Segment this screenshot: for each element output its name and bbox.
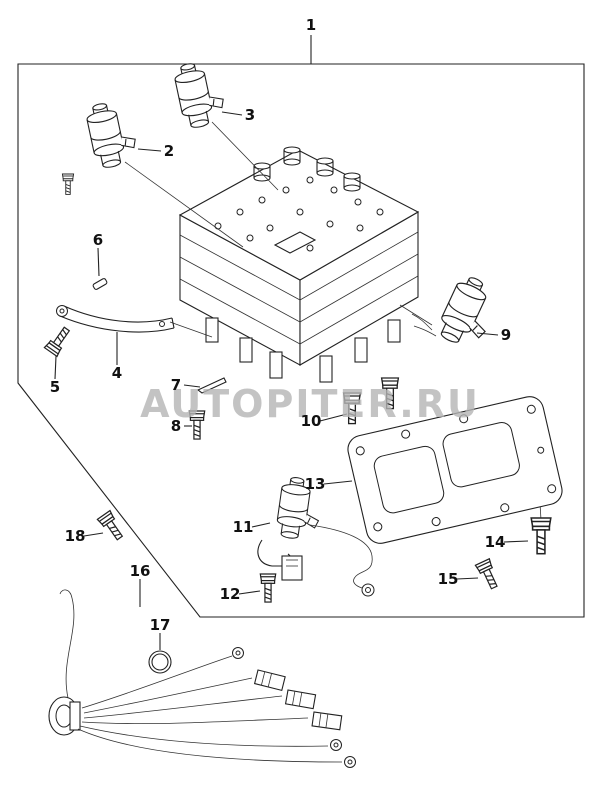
callout-9: 9 — [501, 326, 511, 344]
callout-5: 5 — [50, 378, 60, 396]
diagram-border — [17, 63, 585, 618]
callouts: 1 2 3 4 5 6 7 8 9 10 11 12 13 14 15 16 1… — [50, 16, 511, 634]
callout-17: 17 — [150, 616, 171, 634]
gasket-13 — [347, 396, 563, 544]
callout-12: 12 — [220, 585, 241, 603]
callout-2: 2 — [164, 142, 174, 160]
callout-11: 11 — [233, 518, 254, 536]
solenoid-3 — [171, 57, 229, 131]
connector — [253, 669, 286, 692]
callout-6: 6 — [93, 231, 103, 249]
solenoid-9 — [411, 272, 505, 354]
callout-4: 4 — [112, 364, 122, 382]
callout-16: 16 — [130, 562, 151, 580]
callout-18: 18 — [65, 527, 86, 545]
pin-7 — [196, 377, 227, 394]
callout-15: 15 — [438, 570, 459, 588]
bolt-12 — [259, 573, 277, 603]
leader-lines — [54, 35, 529, 650]
connector — [311, 711, 343, 731]
valve-body — [178, 146, 420, 383]
watermark: AUTOPITER.RU — [140, 382, 480, 426]
callout-3: 3 — [245, 106, 255, 124]
callout-1: 1 — [306, 16, 316, 34]
bolt-5 — [43, 324, 74, 358]
o-ring-17 — [148, 650, 172, 674]
callout-10: 10 — [301, 412, 322, 430]
bracket-4 — [56, 305, 175, 333]
bolt-15 — [474, 558, 502, 592]
callout-7: 7 — [171, 376, 181, 394]
solenoid-11 — [257, 475, 375, 597]
bolt-18 — [96, 509, 127, 543]
connector — [284, 689, 317, 710]
bolt-14 — [530, 517, 552, 555]
pin-6 — [92, 278, 108, 290]
callout-13: 13 — [305, 475, 326, 493]
callout-14: 14 — [485, 533, 506, 551]
solenoid-2 — [83, 97, 141, 171]
callout-8: 8 — [171, 417, 181, 435]
harness-16 — [48, 589, 356, 768]
bolt-small-2 — [61, 173, 75, 195]
